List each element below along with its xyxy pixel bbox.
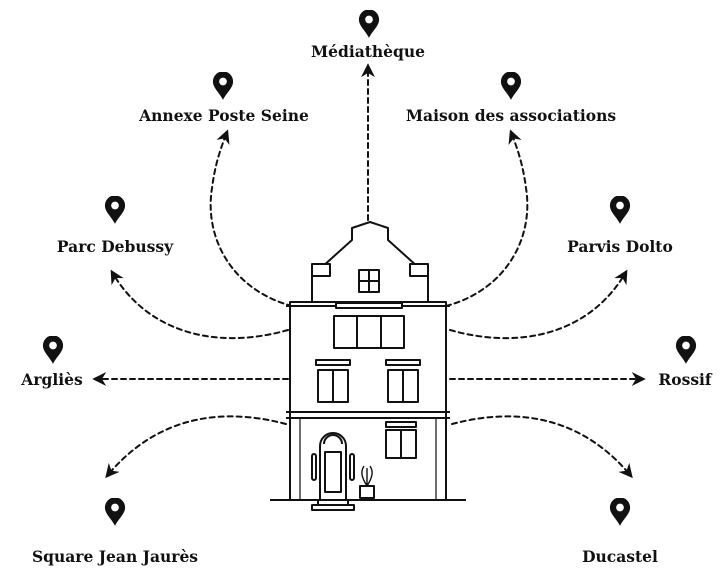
map-pin-icon bbox=[104, 498, 126, 526]
arrow-to-ducastel bbox=[451, 415, 633, 479]
label-parc-debussy: Parc Debussy bbox=[57, 237, 174, 256]
map-pin-icon bbox=[358, 10, 380, 38]
map-pin-icon bbox=[212, 72, 234, 100]
map-pin-icon bbox=[42, 336, 64, 364]
label-arglies: Argliès bbox=[20, 370, 83, 389]
label-ducastel: Ducastel bbox=[582, 547, 658, 566]
label-annexe-poste-seine: Annexe Poste Seine bbox=[138, 106, 309, 125]
map-pin-icon bbox=[104, 196, 126, 224]
map-pin-icon bbox=[675, 336, 697, 364]
label-maison-des-associations: Maison des associations bbox=[406, 106, 617, 125]
arrow-to-parvis-dolto bbox=[449, 269, 628, 340]
arrow-to-parc-debussy bbox=[110, 269, 289, 340]
label-mediatheque: Médiathèque bbox=[311, 42, 425, 61]
map-pin-icon bbox=[500, 72, 522, 100]
arrow-to-annexe-poste-seine bbox=[209, 129, 293, 307]
label-parvis-dolto: Parvis Dolto bbox=[567, 237, 673, 256]
label-rossif: Rossif bbox=[658, 370, 713, 389]
map-pin-icon bbox=[609, 196, 631, 224]
label-square-jean-jaures: Square Jean Jaurès bbox=[32, 547, 198, 566]
map-pin-icon bbox=[609, 498, 631, 526]
arrow-to-maison-des-associations bbox=[445, 129, 529, 307]
arrow-to-square-jean-jaures bbox=[105, 415, 287, 479]
house-icon bbox=[270, 221, 466, 511]
